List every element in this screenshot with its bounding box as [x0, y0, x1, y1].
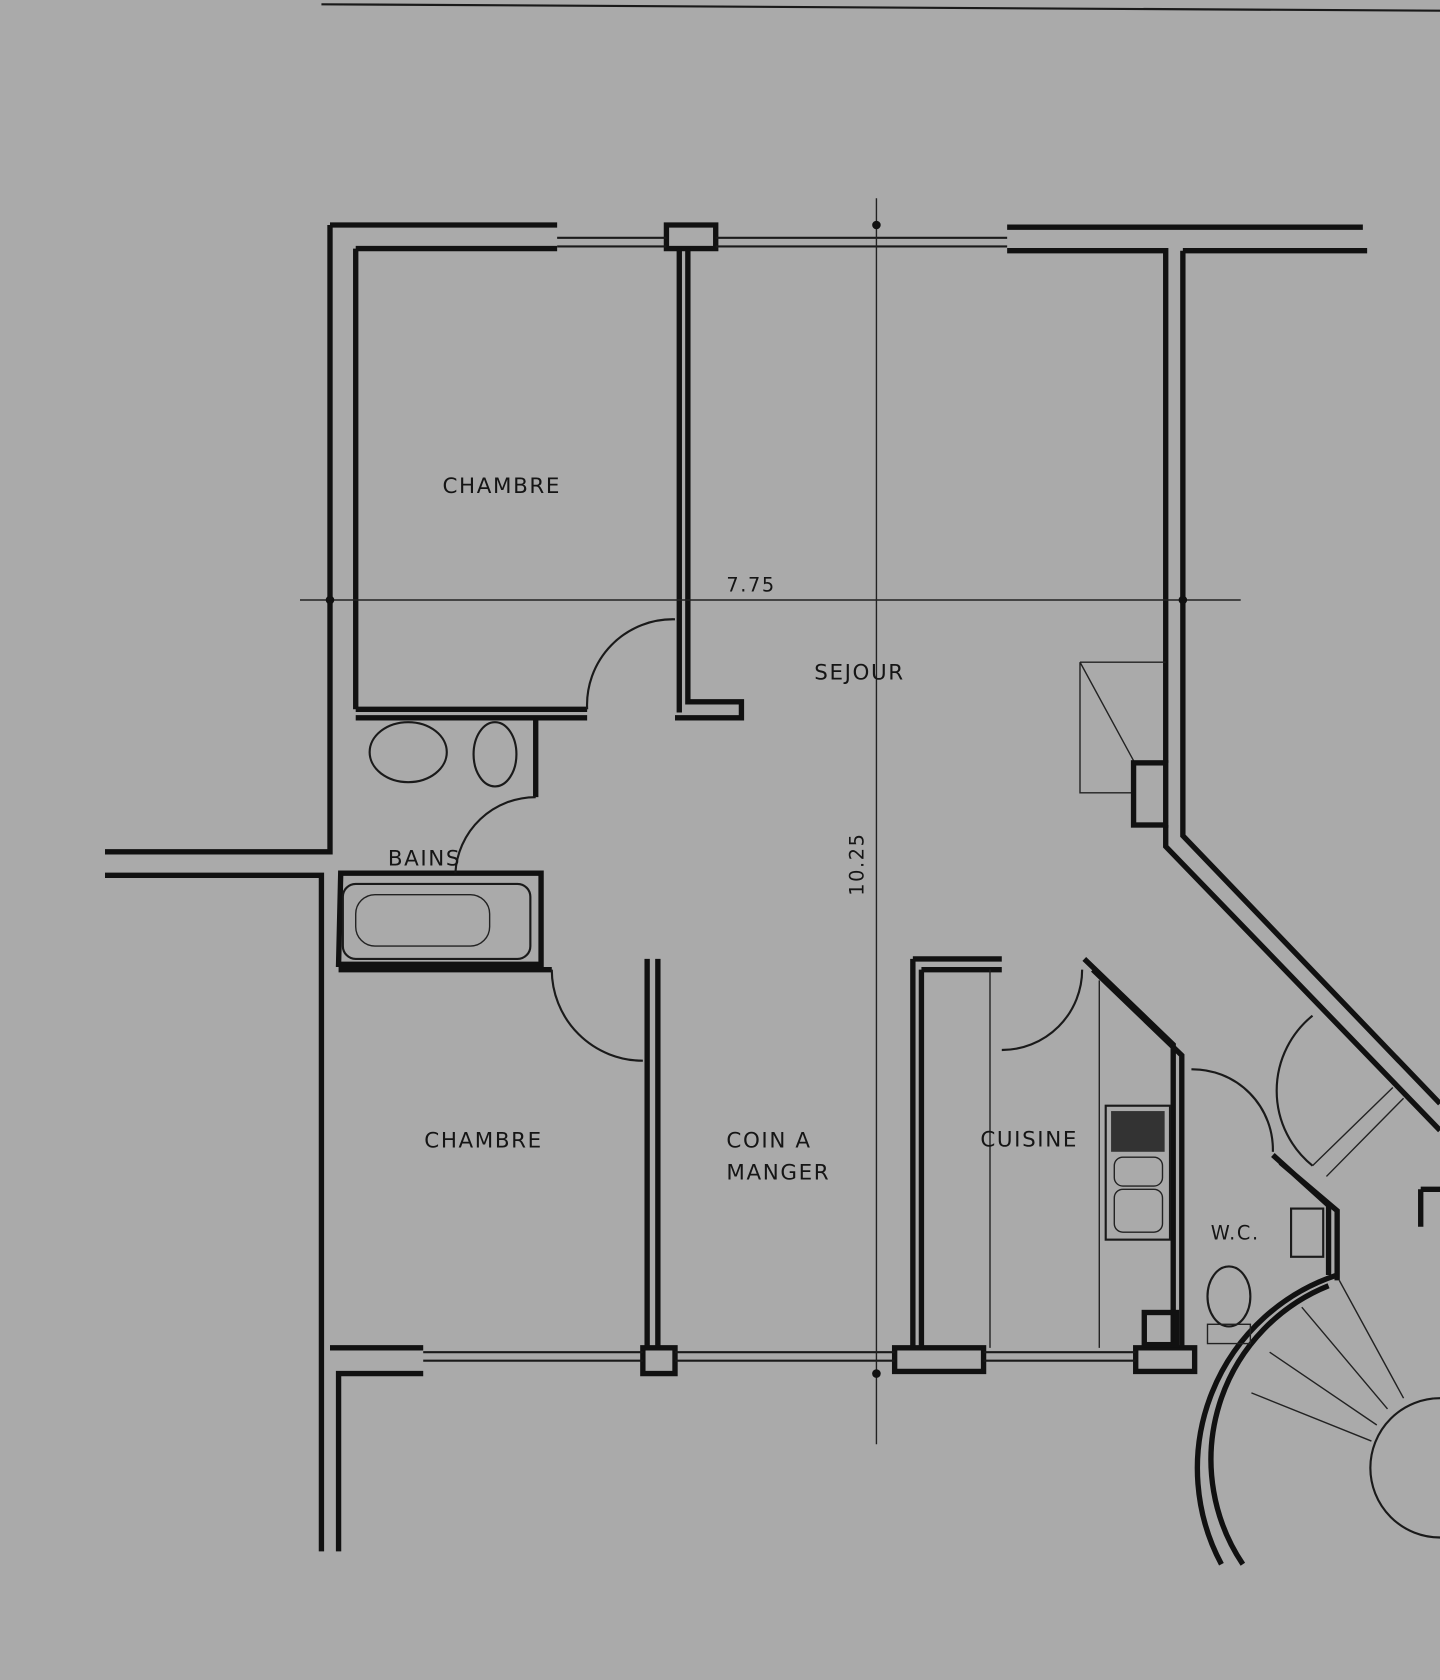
toilet-icon — [1206, 1265, 1252, 1328]
dimension-depth: 10.25 — [846, 833, 869, 896]
chimney-flue-icon — [1130, 760, 1169, 828]
spiral-staircase — [1251, 1280, 1440, 1539]
windows — [423, 236, 1136, 1362]
room-label-sejour: SEJOUR — [814, 660, 904, 685]
room-label-cuisine: CUISINE — [980, 1127, 1078, 1152]
wc-washbasin-icon — [1290, 1207, 1325, 1258]
bathtub-icon — [341, 882, 532, 960]
fixtures — [341, 661, 1325, 1348]
room-label-wc: W.C. — [1211, 1222, 1260, 1245]
sink-unit-icon — [1104, 1104, 1172, 1241]
room-label-coin-a-manger-2: MANGER — [726, 1161, 830, 1186]
doors — [454, 618, 1405, 1177]
room-label-bains: BAINS — [388, 847, 461, 872]
interior-walls — [335, 248, 1440, 1566]
room-label-chambre-top: CHAMBRE — [443, 474, 562, 499]
room-label-chambre-bottom: CHAMBRE — [424, 1129, 543, 1154]
room-label-coin-a-manger-1: COIN A — [726, 1129, 811, 1154]
dimension-width: 7.75 — [726, 573, 775, 596]
dimension-lines — [300, 198, 1241, 1445]
bidet-icon — [472, 721, 518, 788]
washbasin-icon — [368, 721, 448, 784]
exterior-walls — [105, 222, 1440, 1552]
